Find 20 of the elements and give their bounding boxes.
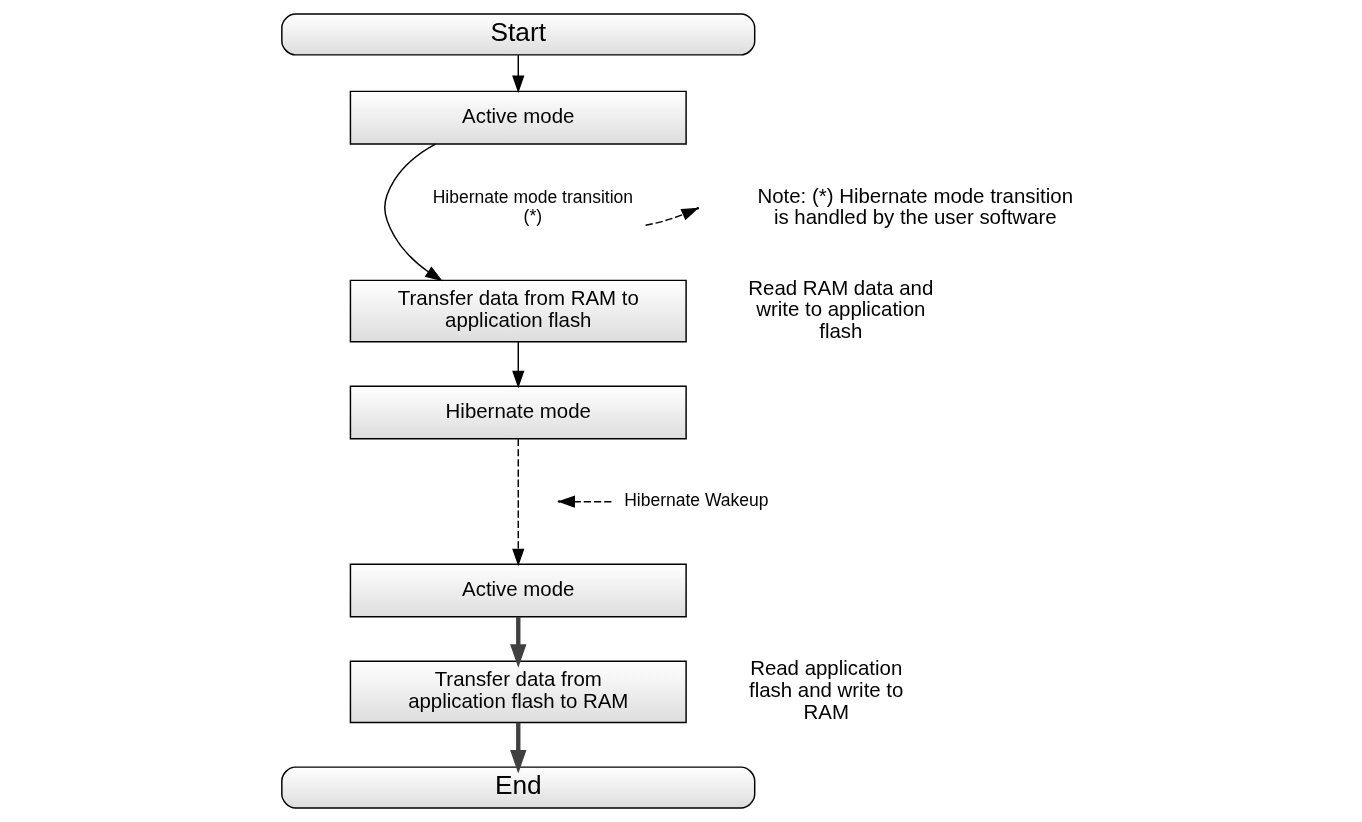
arrow <box>557 495 613 508</box>
arrow <box>512 341 525 389</box>
arrow <box>510 722 527 774</box>
node-box: Transfer data from RAM to application flash <box>349 279 687 343</box>
arrow <box>644 207 699 226</box>
node-label: Read application flash and write to RAM <box>749 657 904 724</box>
node-box: Start <box>281 13 756 56</box>
arrow <box>510 616 527 668</box>
arrow <box>384 143 443 282</box>
node-text: Hibernate mode transition (*) <box>432 187 634 227</box>
node-box: Active mode <box>349 563 687 618</box>
node-box: Hibernate mode <box>349 385 687 440</box>
node-text: Hibernate Wakeup <box>624 490 769 511</box>
node-box: Transfer data from application flash to RAM <box>349 660 687 724</box>
arrow <box>512 438 525 567</box>
node-box: Active mode <box>349 90 687 145</box>
label: Note: (*) Hibernate mode transition is handled by the user software <box>757 184 1074 229</box>
arrow <box>512 54 525 94</box>
node-label: Read RAM data and write to application flash <box>748 276 934 343</box>
node-box: End <box>281 766 756 809</box>
